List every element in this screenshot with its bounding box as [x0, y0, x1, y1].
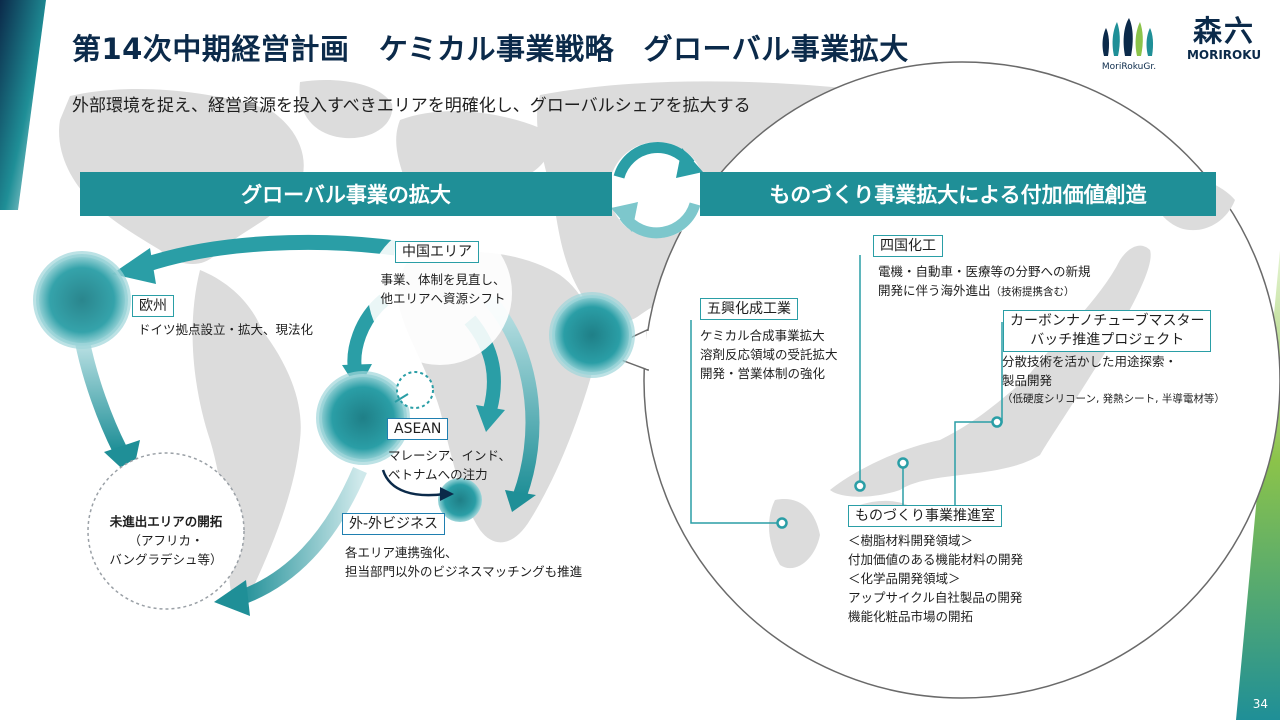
- cnt-project-text: 分散技術を活かした用途探索・ 製品開発 （低硬度シリコーン, 発熱シート, 半導…: [1002, 352, 1225, 409]
- gaigai-line: 各エリア連携強化、: [345, 545, 458, 560]
- connector-lines: [690, 255, 1003, 524]
- new-area-disc: [87, 452, 245, 610]
- monozukuri-office-label: ものづくり事業推進室: [848, 505, 1002, 527]
- shikoku-line: 開発に伴う海外進出: [878, 283, 991, 298]
- cnt-note: （低硬度シリコーン, 発熱シート, 半導電材等）: [1002, 393, 1225, 405]
- group-logo: MoriRokuGr.: [1096, 16, 1162, 72]
- cycle-icon: [609, 142, 705, 239]
- asean-arrow: [381, 469, 446, 497]
- monozukuri-line: 機能化粧品市場の開拓: [848, 609, 974, 624]
- gokou-label: 五興化成工業: [700, 298, 798, 320]
- cnt-line: 製品開発: [1002, 373, 1053, 388]
- gokou-line: 溶剤反応領域の受託拡大: [700, 347, 838, 362]
- china-area-line: 他エリアへ資源シフト: [380, 291, 506, 306]
- monozukuri-line: ＜樹脂材料開発領域＞: [848, 533, 974, 548]
- monozukuri-office-text: ＜樹脂材料開発領域＞ 付加価値のある機能材料の開発 ＜化学品開発領域＞ アップサ…: [848, 531, 1023, 626]
- europe-text: ドイツ拠点設立・拡大、現法化: [138, 322, 314, 337]
- cnt-project-label: カーボンナノチューブマスター バッチ推進プロジェクト: [1003, 310, 1212, 352]
- region-orbs: [33, 251, 635, 522]
- gaigai-business-text: 各エリア連携強化、 担当部門以外のビジネスマッチングも推進: [345, 543, 582, 581]
- china-area-label: 中国エリア: [395, 241, 479, 263]
- monozukuri-line: アップサイクル自社製品の開発: [848, 590, 1023, 605]
- cnt-label-line: バッチ推進プロジェクト: [1030, 332, 1185, 348]
- gaigai-line: 担当部門以外のビジネスマッチングも推進: [345, 564, 583, 579]
- europe-label: 欧州: [132, 295, 174, 317]
- china-area-line: 事業、体制を見直し、: [380, 272, 506, 287]
- monozukuri-line: 付加価値のある機能材料の開発: [848, 552, 1024, 567]
- cnt-label-line: カーボンナノチューブマスター: [1010, 313, 1205, 329]
- corner-decoration-top-left: [0, 0, 46, 210]
- company-logo-roman: MORIROKU: [1186, 48, 1262, 62]
- gokou-line: ケミカル合成事業拡大: [700, 328, 825, 343]
- new-area-text: 未進出エリアの開拓 （アフリカ・ バングラデシュ等）: [96, 512, 236, 569]
- location-markers: [776, 416, 1003, 529]
- gaigai-business-label: 外-外ビジネス: [342, 513, 446, 535]
- page-number: 34: [1252, 697, 1268, 711]
- page-subtitle: 外部環境を捉え、経営資源を投入すべきエリアを明確化し、グローバルシェアを拡大する: [72, 96, 751, 116]
- asean-text: マレーシア、インド、 ベトナムへの注力: [388, 446, 511, 484]
- asean-line: ベトナムへの注力: [388, 467, 488, 482]
- gokou-text: ケミカル合成事業拡大 溶剤反応領域の受託拡大 開発・営業体制の強化: [700, 326, 838, 383]
- shikoku-note: （技術提携含む）: [990, 286, 1075, 298]
- new-area-line: バングラデシュ等）: [109, 552, 223, 567]
- page-title: 第14次中期経営計画 ケミカル事業戦略 グローバル事業拡大: [72, 32, 909, 66]
- group-logo-text: MoriRokuGr.: [1101, 62, 1157, 72]
- new-area-title: 未進出エリアの開拓: [109, 514, 223, 529]
- china-area-text: 事業、体制を見直し、 他エリアへ資源シフト: [368, 270, 518, 308]
- shikoku-line: 電機・自動車・医療等の分野への新規: [878, 264, 1091, 279]
- shikoku-text: 電機・自動車・医療等の分野への新規 開発に伴う海外進出（技術提携含む）: [878, 262, 1091, 302]
- company-logo: 森六 MORIROKU: [1184, 14, 1264, 62]
- asean-line: マレーシア、インド、: [388, 448, 512, 463]
- cnt-line: 分散技術を活かした用途探索・: [1002, 354, 1178, 369]
- group-logo-mark: [1102, 18, 1154, 56]
- monozukuri-line: ＜化学品開発領域＞: [848, 571, 961, 586]
- new-area-line: （アフリカ・: [128, 533, 204, 548]
- left-banner: グローバル事業の拡大: [80, 172, 612, 216]
- shikoku-label: 四国化工: [873, 235, 943, 257]
- gokou-line: 開発・営業体制の強化: [700, 366, 826, 381]
- asean-label: ASEAN: [387, 418, 449, 440]
- right-banner: ものづくり事業拡大による付加価値創造: [700, 172, 1216, 216]
- company-logo-kanji: 森六: [1192, 14, 1255, 48]
